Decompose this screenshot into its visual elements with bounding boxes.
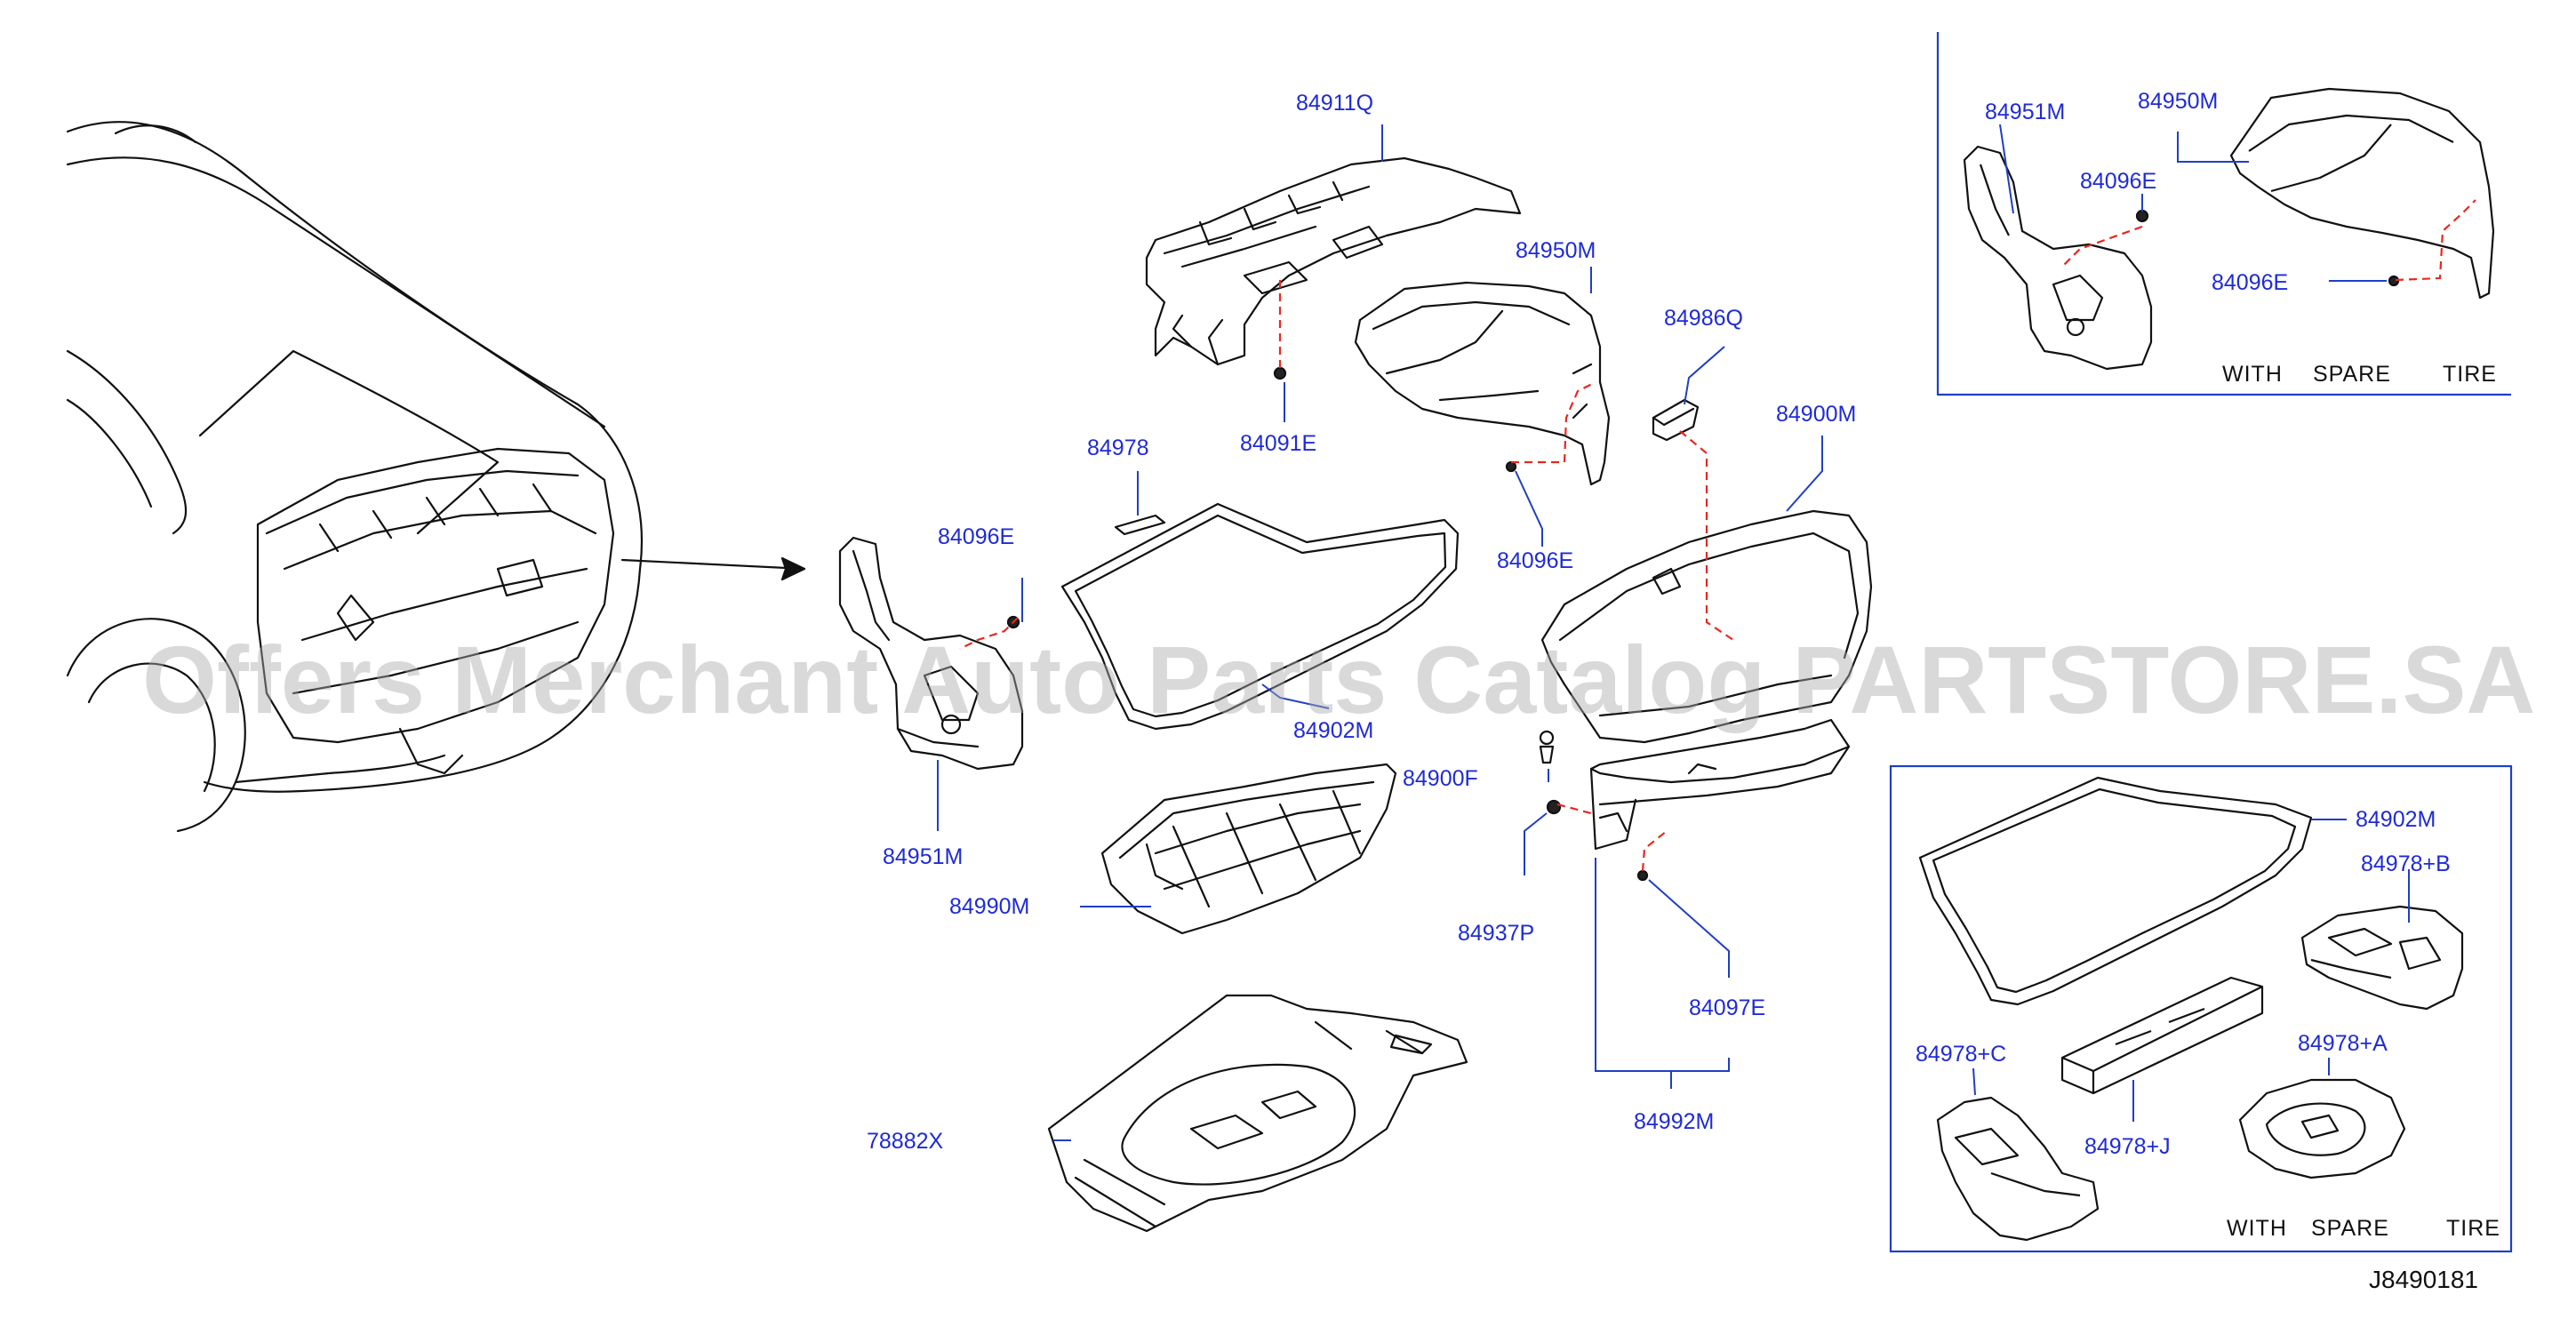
- tray-84990M: [1100, 763, 1397, 935]
- inset1-caption-spare: SPARE: [2313, 362, 2391, 387]
- inset1-callout-84096E-b[interactable]: 84096E: [2212, 270, 2289, 295]
- inset2-callout-84978J[interactable]: 84978+J: [2084, 1134, 2171, 1159]
- callout-84990M[interactable]: 84990M: [949, 894, 1030, 919]
- clip-84986Q: [1652, 398, 1700, 442]
- callout-78882X[interactable]: 78882X: [867, 1129, 944, 1154]
- leader-lines: [937, 124, 1823, 1141]
- strip-84978: [1114, 514, 1166, 536]
- inset1-callout-84951M[interactable]: 84951M: [1985, 100, 2066, 124]
- inset2-callout-84978C[interactable]: 84978+C: [1916, 1042, 2007, 1067]
- inset2-callout-84978B[interactable]: 84978+B: [2361, 851, 2451, 876]
- inset2-caption-tire: TIRE: [2446, 1216, 2500, 1241]
- inset1-callout-84096E-a[interactable]: 84096E: [2080, 169, 2157, 194]
- inset1-callout-84950M[interactable]: 84950M: [2138, 89, 2219, 114]
- callout-84097E[interactable]: 84097E: [1689, 995, 1766, 1020]
- callout-84902M[interactable]: 84902M: [1293, 718, 1374, 743]
- callout-84978[interactable]: 84978: [1087, 436, 1149, 460]
- car-trunk-assembly: [256, 447, 615, 775]
- floor-78882X: [1047, 994, 1468, 1233]
- callout-84900M[interactable]: 84900M: [1776, 402, 1857, 427]
- inset1-hidden-lines: [2061, 199, 2476, 282]
- finisher-84900M: [1540, 509, 1873, 744]
- callout-84986Q[interactable]: 84986Q: [1664, 306, 1743, 331]
- callout-84937P[interactable]: 84937P: [1458, 921, 1535, 946]
- callout-84096E-center[interactable]: 84096E: [1497, 548, 1574, 573]
- diagram-code: J8490181: [2369, 1266, 2479, 1293]
- callout-84950M[interactable]: 84950M: [1516, 238, 1596, 263]
- inset2-callout-84978A[interactable]: 84978+A: [2298, 1031, 2388, 1056]
- car-body-outline: [66, 121, 644, 833]
- inset2-leader-lines: [1972, 819, 2410, 1122]
- callout-84951M[interactable]: 84951M: [883, 844, 964, 869]
- callout-84992M[interactable]: 84992M: [1634, 1109, 1715, 1134]
- bracket-84951M: [838, 536, 1024, 771]
- inset1-caption-tire: TIRE: [2443, 362, 2497, 387]
- callout-84900F[interactable]: 84900F: [1403, 766, 1478, 791]
- callout-84091E[interactable]: 84091E: [1240, 431, 1317, 456]
- inset1-caption-with: WITH: [2222, 362, 2283, 387]
- inset1-leader-lines: [1999, 124, 2387, 282]
- inset2-caption-with: WITH: [2227, 1216, 2287, 1241]
- callout-84096E-left[interactable]: 84096E: [938, 524, 1015, 549]
- hidden-lines: [959, 280, 1734, 872]
- callout-84911Q[interactable]: 84911Q: [1296, 91, 1374, 116]
- seal-84902M: [1060, 502, 1460, 731]
- pointer-arrow: [620, 556, 806, 581]
- inset2-caption-spare: SPARE: [2311, 1216, 2389, 1241]
- trunk-side-84950M: [1354, 281, 1611, 486]
- rear-trim-84992M: [1589, 718, 1851, 851]
- trim-panel-84911Q: [1145, 156, 1522, 366]
- inset-with-spare-tire-top: [1936, 32, 2511, 396]
- inset2-callout-84902M[interactable]: 84902M: [2356, 807, 2436, 832]
- inset-with-spare-tire-bottom: [1889, 764, 2513, 1253]
